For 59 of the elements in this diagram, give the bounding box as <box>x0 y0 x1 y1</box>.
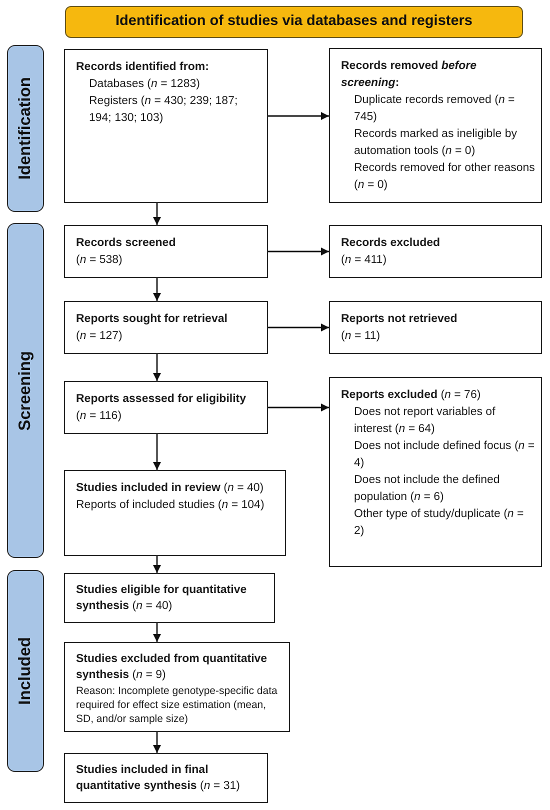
box-title: Reports sought for retrieval <box>76 312 228 327</box>
box-text: (n = 11) <box>341 329 382 344</box>
header-title: Identification of studies via databases and registers <box>116 12 472 32</box>
box-text: Does not report variables of interest (n = 64) <box>353 405 496 437</box>
box-text: Does not include the defined population (n = 6) <box>353 473 501 505</box>
arrow <box>268 248 329 256</box>
exclusion-box <box>329 225 542 278</box>
arrow <box>153 623 161 642</box>
process-box <box>64 49 268 203</box>
arrow <box>153 732 161 753</box>
box-title: Records excluded <box>341 236 442 251</box>
box-text: (n = 411) <box>341 253 388 268</box>
process-box <box>64 381 268 434</box>
stage-label: Included <box>15 637 36 705</box>
arrow <box>268 324 329 332</box>
box-text: (n = 127) <box>76 329 124 344</box>
box-title: Reports not retrieved <box>341 312 458 327</box>
arrow <box>153 203 161 225</box>
box-text: Registers (n = 430; 239; 187; 194; 130; 103) <box>88 94 239 126</box>
box-text: (n = 116) <box>76 409 123 424</box>
exclusion-box <box>329 48 542 203</box>
process-box <box>64 753 268 803</box>
process-box <box>64 225 268 278</box>
box-text: Other type of study/duplicate (n = 2) <box>353 507 525 539</box>
box-title: Reports excluded (n = 76) <box>341 388 482 403</box>
box-title: Studies included in final quantitative synthesis (n = 31) <box>76 763 241 794</box>
exclusion-box <box>329 377 542 567</box>
header-bar <box>65 6 523 38</box>
box-title: Studies excluded from quantitative synthesis (n = 9) <box>76 652 268 682</box>
exclusion-box <box>329 301 542 354</box>
box-title: Studies eligible for quantitative synthesis (n = 40) <box>76 583 248 614</box>
arrow <box>153 278 161 301</box>
stage-label: Screening <box>15 350 36 430</box>
box-text: Reports of included studies (n = 104) <box>76 498 266 513</box>
stage-label: Identification <box>15 77 36 180</box>
process-box <box>64 470 286 556</box>
arrow <box>153 556 161 573</box>
arrow <box>268 112 329 120</box>
stage-band <box>7 45 44 212</box>
process-box <box>64 642 290 732</box>
box-text: Does not include defined focus (n = 4) <box>353 439 536 471</box>
box-title: Studies included in review (n = 40) <box>76 481 265 496</box>
arrow <box>268 404 329 412</box>
box-text: Databases (n = 1283) <box>88 77 201 92</box>
stage-band <box>7 570 44 772</box>
arrow <box>153 354 161 381</box>
box-title: Records removed before screening: <box>341 59 478 91</box>
process-box <box>64 301 268 354</box>
process-box <box>64 573 275 623</box>
box-text: Duplicate records removed (n = 745) <box>353 93 516 125</box>
box-title: Records identified from: <box>76 60 210 75</box>
box-text: Reason: Incomplete genotype-specific data required for effect size estimation (mean, SD, and/or sample size) <box>76 684 278 726</box>
box-title: Reports assessed for eligibility <box>76 392 248 407</box>
box-text: Records marked as ineligible by automation tools (n = 0) <box>353 127 518 159</box>
stage-band <box>7 223 44 558</box>
box-text: Records removed for other reasons (n = 0) <box>353 161 536 193</box>
box-title: Records screened <box>76 236 177 251</box>
arrow <box>153 434 161 470</box>
box-text: (n = 538) <box>76 253 124 268</box>
